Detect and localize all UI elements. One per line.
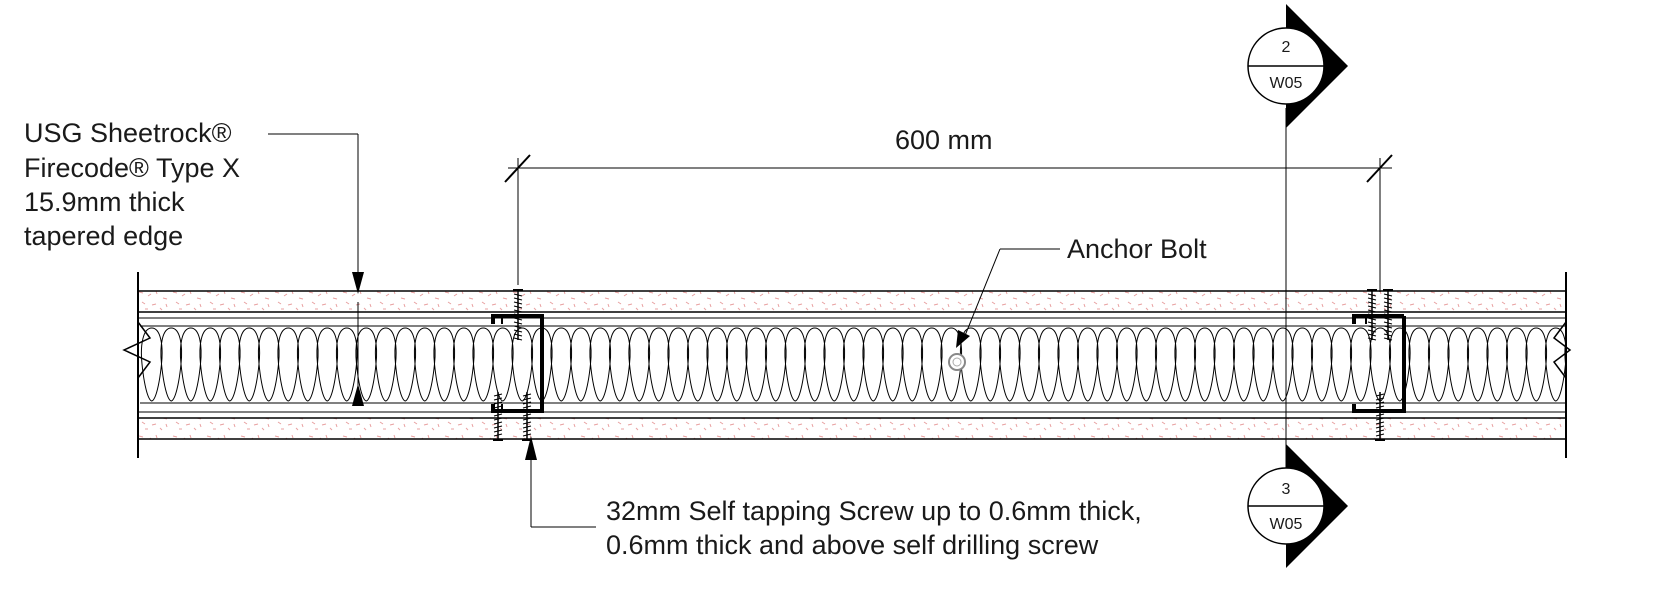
anchor-bolt [948,353,966,371]
gypsum-label-3: 15.9mm thick [24,187,185,217]
section-marker-2-number: 2 [1282,39,1291,56]
gypsum-board-top [138,290,1566,319]
break-line-right [1552,321,1572,379]
screw-label-1: 32mm Self tapping Screw up to 0.6mm thic… [606,496,1142,526]
screw-label-2: 0.6mm thick and above self drilling scre… [606,530,1099,560]
gypsum-label-2: Firecode® Type X [24,153,240,183]
anchor-leader [963,248,1060,339]
screw-arrow [525,436,537,460]
gypsum-leader [268,133,359,398]
dimension-label: 600 mm [895,125,993,155]
gypsum-arrow-top [352,272,364,294]
gypsum-arrow-bottom [352,384,364,406]
steel-stud-left [491,314,544,413]
section-marker-2: 2 W05 [1247,4,1348,128]
section-marker-3-sheet: W05 [1270,516,1303,533]
gypsum-label-1: USG Sheetrock® [24,118,232,148]
gypsum-board-bottom [138,411,1566,440]
screw-leader [530,452,596,528]
insulation-batt [140,325,1565,404]
anchor-arrow [956,330,970,348]
dimension-600 [504,154,1393,292]
gypsum-label-4: tapered edge [24,221,183,251]
section-marker-3: 3 W05 [1247,444,1348,568]
anchor-bolt-label: Anchor Bolt [1067,234,1207,264]
break-line-left [122,321,152,379]
section-marker-3-number: 3 [1282,481,1291,498]
section-marker-2-sheet: W05 [1270,75,1303,92]
